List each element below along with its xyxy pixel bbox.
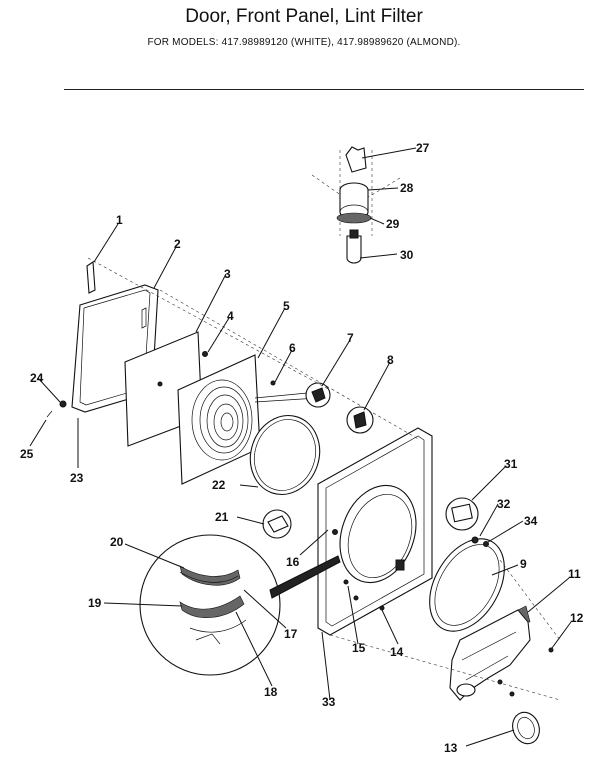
lint-filter-assembly — [311, 146, 401, 264]
part-34-clip — [483, 541, 489, 547]
part-4-screw — [202, 351, 208, 357]
callout-23: 23 — [70, 471, 84, 485]
header-divider — [64, 89, 584, 90]
part-1-door-handle — [86, 261, 96, 294]
callout-30: 30 — [400, 248, 414, 262]
part-6-screw — [270, 380, 276, 386]
part-5-door-liner — [177, 354, 276, 485]
callout-7: 7 — [347, 331, 354, 345]
callout-29: 29 — [386, 217, 400, 231]
callout-11: 11 — [568, 567, 581, 581]
callout-18: 18 — [264, 685, 278, 699]
callout-31: 31 — [504, 457, 518, 471]
callout-34: 34 — [524, 514, 538, 528]
callout-9: 9 — [520, 557, 527, 571]
callout-24: 24 — [30, 371, 44, 385]
callout-25: 25 — [20, 447, 34, 461]
callout-21: 21 — [215, 510, 229, 524]
callout-33: 33 — [322, 695, 336, 709]
callout-16: 16 — [286, 555, 300, 569]
part-9-bearing-ring — [429, 538, 505, 632]
callout-5: 5 — [283, 299, 290, 313]
callout-19: 19 — [88, 596, 102, 610]
callout-1: 1 — [116, 213, 123, 227]
part-12-screw — [548, 647, 554, 653]
model-subtitle: FOR MODELS: 417.98989120 (WHITE), 417.98… — [147, 37, 461, 48]
callout-15: 15 — [352, 641, 366, 655]
callout-6: 6 — [289, 341, 296, 355]
part-11-lint-duct — [449, 605, 531, 701]
part-29-filter-gasket — [336, 212, 372, 224]
callout-8: 8 — [387, 353, 394, 367]
part-30-filter-plug — [346, 235, 362, 264]
leader-lines — [29, 147, 572, 747]
page-title: Door, Front Panel, Lint Filter — [185, 6, 423, 27]
callout-14: 14 — [390, 645, 404, 659]
callout-27: 27 — [416, 141, 430, 155]
callout-20: 20 — [110, 535, 124, 549]
part-32-clip — [471, 536, 479, 544]
part-22-door-seal — [249, 414, 321, 496]
callout-labels: 1 2 3 4 5 6 7 8 9 11 12 13 14 15 16 17 1… — [20, 141, 584, 755]
callout-12: 12 — [570, 611, 584, 625]
callout-2: 2 — [174, 237, 181, 251]
detail-magnifier — [139, 534, 341, 676]
callout-4: 4 — [227, 309, 234, 323]
part-24-screw — [59, 400, 67, 408]
callout-22: 22 — [212, 478, 226, 492]
callout-32: 32 — [497, 497, 511, 511]
callout-17: 17 — [284, 627, 298, 641]
callout-13: 13 — [444, 741, 458, 755]
part-13-seal-ring — [512, 711, 540, 745]
part-27-filter-handle — [345, 146, 367, 173]
callout-3: 3 — [224, 267, 231, 281]
part-33-front-panel — [317, 427, 433, 636]
callout-28: 28 — [400, 181, 414, 195]
